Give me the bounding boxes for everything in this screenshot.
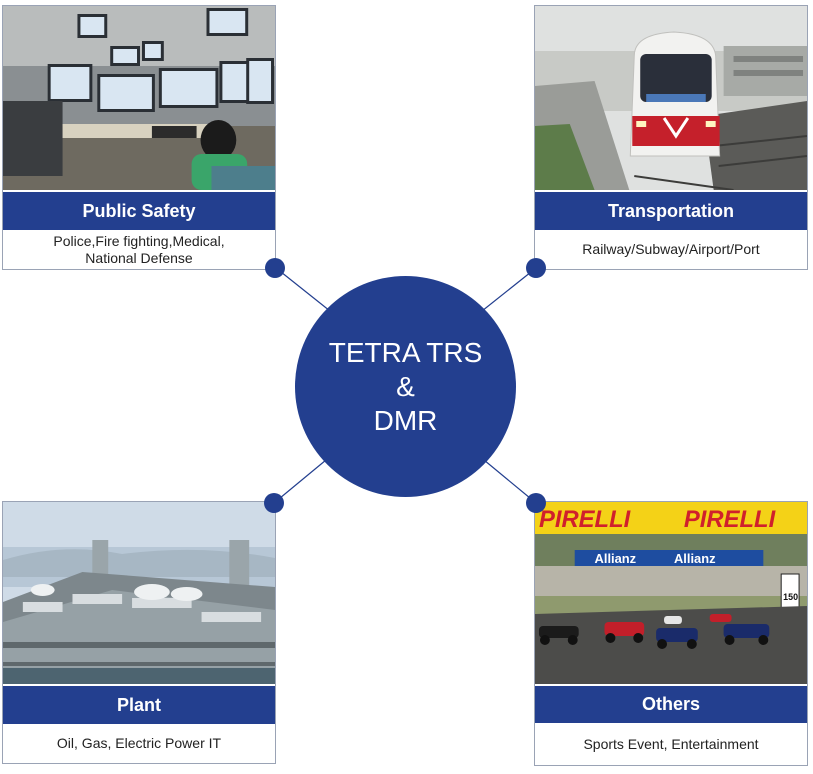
desc-line-1: Sports Event, Entertainment — [583, 735, 759, 752]
hub-line-3: DMR — [373, 404, 438, 436]
card-title: Public Safety — [3, 190, 275, 230]
connector-transportation — [481, 267, 537, 312]
connector-dot-others — [526, 493, 546, 513]
connector-plant — [273, 459, 327, 504]
card-title: Transportation — [535, 190, 807, 230]
card-others: PIRELLI PIRELLI Allianz Allianz 150 — [534, 501, 808, 766]
connector-public-safety — [275, 267, 331, 312]
desc-line-1: Oil, Gas, Electric Power IT — [56, 735, 222, 751]
card-description: Sports Event, Entertainment — [535, 723, 807, 765]
control-room-photo — [3, 6, 275, 190]
allianz-sign-left: Allianz — [595, 551, 637, 566]
desc-line-2: National Defense — [85, 249, 193, 266]
card-description: Police,Fire fighting,Medical, National D… — [3, 230, 275, 269]
card-title: Plant — [3, 684, 275, 724]
connector-dot-transportation — [526, 258, 546, 278]
race-track-photo: PIRELLI PIRELLI Allianz Allianz 150 — [535, 502, 807, 684]
connector-dot-public-safety — [265, 258, 285, 278]
desc-line-1: Railway/Subway/Airport/Port — [582, 241, 760, 257]
desc-line-1: Police,Fire fighting,Medical, — [53, 232, 225, 249]
subway-train-photo — [535, 6, 807, 190]
pirelli-banner-left: PIRELLI — [539, 506, 632, 533]
card-transportation: Transportation Railway/Subway/Airport/Po… — [534, 5, 808, 270]
card-description: Railway/Subway/Airport/Port — [535, 230, 807, 269]
card-plant: Plant Oil, Gas, Electric Power IT — [2, 501, 276, 764]
allianz-sign-right: Allianz — [674, 551, 716, 566]
distance-board: 150 — [783, 592, 798, 602]
connector-dot-plant — [264, 493, 284, 513]
hub-line-2: & — [396, 370, 415, 402]
center-hub: TETRA TRS & DMR — [295, 276, 516, 497]
power-plant-photo — [3, 502, 275, 684]
card-description: Oil, Gas, Electric Power IT — [3, 724, 275, 763]
card-title: Others — [535, 684, 807, 723]
hub-line-1: TETRA TRS — [328, 336, 483, 368]
pirelli-banner-right: PIRELLI — [684, 506, 777, 533]
card-public-safety: Public Safety Police,Fire fighting,Medic… — [2, 5, 276, 270]
